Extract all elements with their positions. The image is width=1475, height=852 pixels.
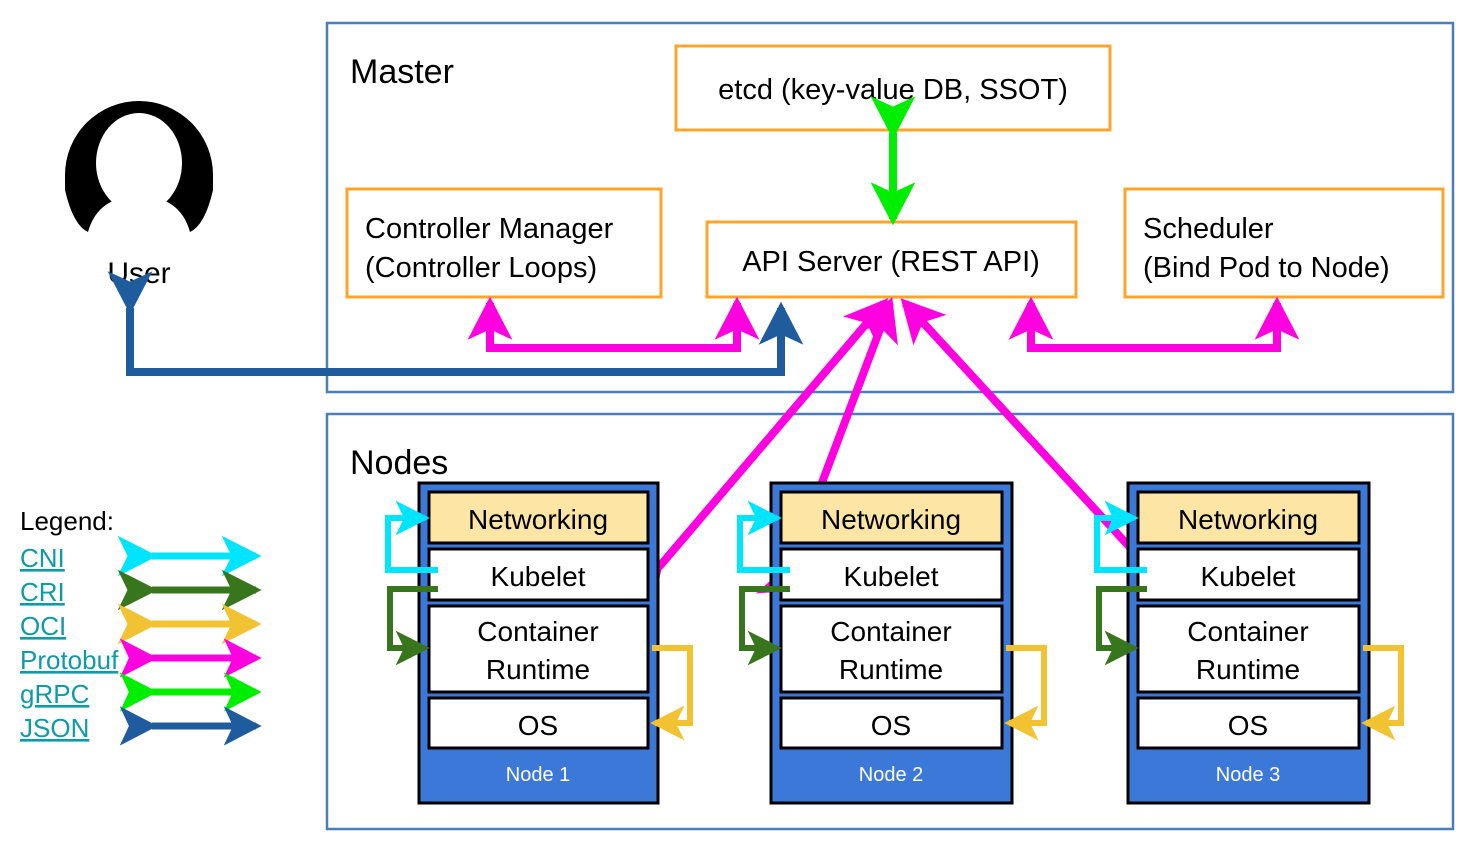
oci-node-1-arrow <box>650 645 693 741</box>
node-2-runtime-label-line2: Runtime <box>839 654 943 685</box>
legend-item-oci-label[interactable]: OCI <box>20 611 66 641</box>
legend-item-json-label[interactable]: JSON <box>20 713 89 743</box>
cri-node-2-arrow <box>739 586 790 666</box>
node-3-label: Node 3 <box>1216 764 1281 786</box>
node-3-kubelet-cell[interactable] <box>1136 547 1361 602</box>
node-3-os-label: OS <box>1228 710 1268 741</box>
node-1-kubelet-label: Kubelet <box>491 561 586 592</box>
json-user-apiserver-arrow <box>107 271 804 376</box>
node-2-os-label: OS <box>871 710 911 741</box>
node-3-kubelet-label: Kubelet <box>1201 561 1296 592</box>
node-3-runtime-label-line2: Runtime <box>1196 654 1300 685</box>
node-1-runtime-label-line1: Container <box>477 616 598 647</box>
legend-title: Legend: <box>20 506 114 536</box>
master-group-title: Master <box>350 53 454 91</box>
etcd-label: etcd (key-value DB, SSOT) <box>718 74 1068 106</box>
node-1-os-cell[interactable] <box>427 696 650 750</box>
user-label: User <box>107 257 170 290</box>
scheduler-label-line2: (Bind Pod to Node) <box>1143 252 1390 284</box>
node-2-kubelet-label: Kubelet <box>844 561 939 592</box>
legend-item-cri-label[interactable]: CRI <box>20 577 65 607</box>
node-1-runtime-cell[interactable] <box>427 604 650 694</box>
user-avatar-icon <box>65 101 213 232</box>
node-2-label: Node 2 <box>859 764 924 786</box>
legend: Legend: CNI CRI OCI Protobuf gRPC JSON <box>20 506 262 746</box>
node-2-networking-cell[interactable] <box>779 490 1004 545</box>
controller-manager-label-line2: (Controller Loops) <box>365 252 597 284</box>
node-3-runtime-label-line1: Container <box>1187 616 1308 647</box>
oci-node-2-arrow <box>1004 645 1047 741</box>
node-1[interactable]: Networking Kubelet Container Runtime OS … <box>417 481 660 805</box>
node-3-networking-cell[interactable] <box>1136 490 1361 545</box>
api-server-label: API Server (REST API) <box>742 246 1040 278</box>
node-1-kubelet-cell[interactable] <box>427 547 650 602</box>
node-2-networking-label: Networking <box>821 504 961 535</box>
cni-node-2-arrow <box>737 500 790 573</box>
node-2[interactable]: Networking Kubelet Container Runtime OS … <box>769 481 1014 805</box>
node-3[interactable]: Networking Kubelet Container Runtime OS … <box>1126 481 1371 805</box>
node-1-runtime-label-line2: Runtime <box>486 654 590 685</box>
controller-manager-label-line1: Controller Manager <box>365 213 614 245</box>
cni-node-1-arrow <box>385 500 438 573</box>
legend-item-protobuf-label[interactable]: Protobuf <box>20 645 119 675</box>
node-3-os-cell[interactable] <box>1136 696 1361 750</box>
legend-item-cni-label[interactable]: CNI <box>20 543 65 573</box>
node-1-networking-label: Networking <box>468 504 608 535</box>
node-2-kubelet-cell[interactable] <box>779 547 1004 602</box>
node-1-os-label: OS <box>518 710 558 741</box>
node-2-runtime-label-line1: Container <box>830 616 951 647</box>
node-2-os-cell[interactable] <box>779 696 1004 750</box>
node-1-label: Node 1 <box>506 764 571 786</box>
node-3-networking-label: Networking <box>1178 504 1318 535</box>
oci-node-3-arrow <box>1361 645 1404 741</box>
node-2-runtime-cell[interactable] <box>779 604 1004 694</box>
scheduler-box[interactable] <box>1123 187 1445 299</box>
node-1-networking-cell[interactable] <box>427 490 650 545</box>
cri-node-1-arrow <box>387 586 438 666</box>
cni-node-3-arrow <box>1094 500 1147 573</box>
legend-item-grpc-label[interactable]: gRPC <box>20 679 89 709</box>
scheduler-label-line1: Scheduler <box>1143 213 1274 245</box>
nodes-group-title: Nodes <box>350 444 448 482</box>
cri-node-3-arrow <box>1096 586 1147 666</box>
